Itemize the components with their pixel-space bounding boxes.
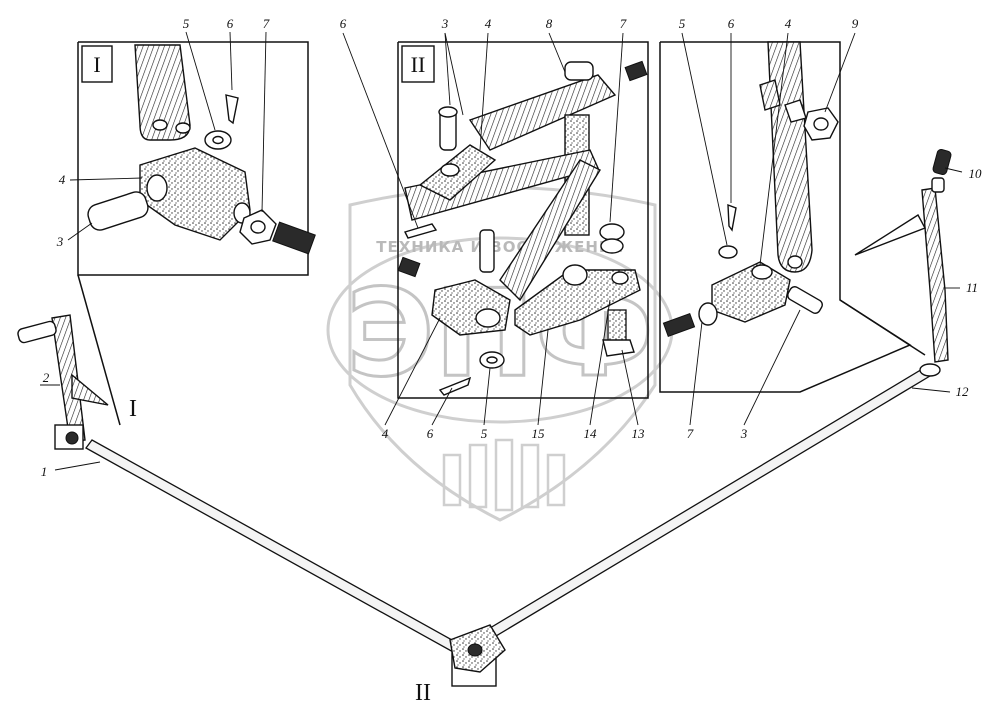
callout: 7 bbox=[620, 16, 627, 31]
view-II-box bbox=[401, 45, 435, 83]
pedal-arm bbox=[767, 41, 813, 273]
callout: 11 bbox=[966, 280, 978, 295]
marker-II: II bbox=[415, 680, 431, 706]
view-II-detail: II 3 4 bbox=[340, 16, 648, 441]
middle-plate bbox=[404, 149, 599, 221]
diagonal-arm bbox=[499, 159, 601, 302]
left-handle bbox=[17, 320, 57, 344]
top-plate bbox=[468, 74, 617, 151]
callout: 1 bbox=[41, 464, 48, 479]
knob bbox=[932, 148, 952, 176]
washer-2 bbox=[599, 223, 625, 241]
marker-I: I bbox=[129, 396, 137, 422]
callout: 3 bbox=[441, 16, 449, 31]
threaded-end bbox=[272, 221, 316, 255]
callout: 8 bbox=[546, 16, 553, 31]
callout: 6 bbox=[728, 16, 735, 31]
callout: 6 bbox=[340, 16, 347, 31]
callout: 4 bbox=[485, 16, 492, 31]
watermark-top-text: ТЕХНИКА И ВООРУЖЕНИЕ bbox=[376, 238, 623, 256]
bolt bbox=[607, 309, 627, 345]
rod-left bbox=[85, 439, 471, 659]
callout: 3 bbox=[740, 426, 748, 441]
callout: 15 bbox=[532, 426, 546, 441]
callout: 5 bbox=[183, 16, 190, 31]
pin bbox=[87, 191, 149, 231]
callout: 7 bbox=[687, 426, 694, 441]
view-III-detail: 5 6 4 9 7 3 bbox=[662, 16, 859, 441]
callout: 5 bbox=[481, 426, 488, 441]
view-I-label: I bbox=[93, 52, 100, 77]
callout: 4 bbox=[382, 426, 389, 441]
callout: 10 bbox=[969, 166, 983, 181]
cotter-pin bbox=[225, 94, 239, 125]
detail-frames bbox=[77, 41, 926, 426]
main-linkage: 2 1 11 12 10 I II bbox=[17, 148, 983, 706]
callout: 3 bbox=[56, 234, 64, 249]
callout: 7 bbox=[263, 16, 270, 31]
callout: 2 bbox=[43, 370, 50, 385]
callout: 4 bbox=[59, 172, 66, 187]
callout: 9 bbox=[852, 16, 859, 31]
view-I-box bbox=[81, 45, 113, 83]
callout: 6 bbox=[427, 426, 434, 441]
clevis-fork-3 bbox=[711, 261, 791, 323]
right-lever bbox=[921, 187, 949, 363]
callout: 4 bbox=[785, 16, 792, 31]
pin-3 bbox=[787, 286, 823, 314]
callout: 14 bbox=[584, 426, 598, 441]
callout: 13 bbox=[632, 426, 646, 441]
view-I-detail: I 5 6 7 4 3 bbox=[56, 16, 316, 255]
callout: 5 bbox=[679, 16, 686, 31]
view-II-label: II bbox=[411, 52, 426, 77]
callout: 12 bbox=[956, 384, 970, 399]
callout: 6 bbox=[227, 16, 234, 31]
left-lever bbox=[51, 314, 86, 443]
